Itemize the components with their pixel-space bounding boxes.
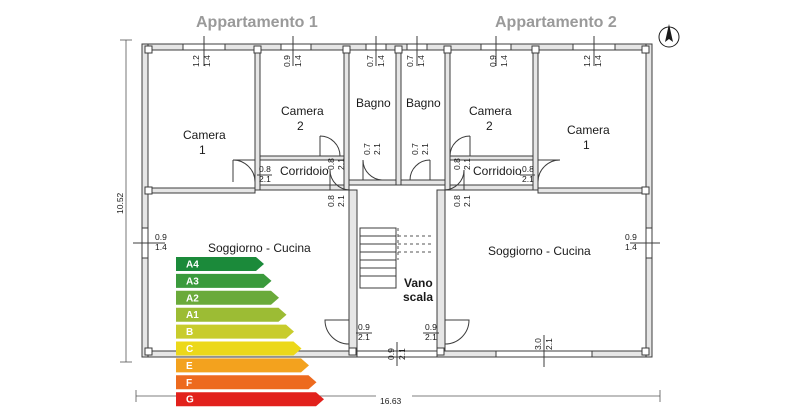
room-camera-2-right: Camera — [469, 104, 512, 118]
dim-label: 2.1 — [397, 348, 407, 360]
room-soggiorno-left: Soggiorno - Cucina — [208, 241, 311, 255]
energy-class-label: A3 — [186, 276, 199, 287]
energy-class-arrow-c — [176, 341, 302, 356]
dim-label: 1.4 — [202, 55, 212, 67]
room-camera-1-left: Camera — [183, 128, 226, 142]
dim-label: 0.8 — [326, 158, 336, 170]
room-scala: scala — [403, 290, 433, 304]
interior-walls — [147, 49, 647, 352]
dim-label: 2.1 — [544, 338, 554, 350]
energy-class-arrow-a1 — [176, 307, 287, 322]
dim-label: 2.1 — [425, 332, 437, 342]
room-camera-1-right-number: 1 — [583, 138, 590, 152]
dim-label: 1.4 — [293, 55, 303, 67]
dim-label: 1.4 — [499, 55, 509, 67]
dim-label: 0.9 — [425, 322, 437, 332]
dim-label: 0.7 — [410, 143, 420, 155]
staircase — [359, 227, 432, 289]
dim-label: 2.1 — [336, 158, 346, 170]
dim-label: 0.8 — [452, 158, 462, 170]
doors — [232, 135, 561, 345]
dim-label: 1.4 — [155, 242, 167, 252]
energy-class-label: C — [186, 344, 193, 355]
dim-label: 0.8 — [452, 195, 462, 207]
dim-label: 0.9 — [155, 232, 167, 242]
dim-label: 2.1 — [522, 174, 534, 184]
door-dimension-labels: 0.8 2.1 0.8 2.1 0.7 2.1 0.7 2.1 0.8 2.1 … — [257, 143, 535, 342]
depth-dimension: 10.52 — [115, 192, 125, 214]
dim-label: 0.8 — [522, 164, 534, 174]
dim-label: 1.4 — [593, 55, 603, 67]
dim-label: 0.7 — [362, 143, 372, 155]
energy-class-arrow-a2 — [176, 290, 279, 305]
dim-label: 0.9 — [625, 232, 637, 242]
room-vano: Vano — [404, 276, 433, 290]
dim-label: 2.1 — [420, 143, 430, 155]
dim-label: 0.9 — [282, 55, 292, 67]
dim-label: 0.9 — [386, 348, 396, 360]
energy-class-label: F — [186, 378, 192, 389]
energy-class-label: A4 — [186, 260, 199, 271]
room-labels: Camera 1 Camera 2 Bagno Bagno Camera 2 C… — [183, 96, 610, 304]
width-dimension: 16.63 — [380, 396, 402, 406]
energy-class-label: A2 — [186, 293, 199, 304]
window-dimension-labels: 1.2 1.4 0.9 1.4 0.7 1.4 0.7 1.4 0.9 1.4 … — [191, 55, 603, 67]
energy-class-arrow-b — [176, 324, 294, 339]
energy-class-label: E — [186, 361, 193, 372]
dim-label: 0.8 — [259, 164, 271, 174]
dim-label: 0.7 — [405, 55, 415, 67]
energy-class-arrow-g — [176, 392, 324, 407]
energy-class-arrow-e — [176, 358, 309, 373]
north-arrow-icon — [658, 24, 680, 48]
dim-label: 2.1 — [462, 195, 472, 207]
dim-label: 3.0 — [533, 338, 543, 350]
room-bagno-left: Bagno — [356, 96, 391, 110]
dim-label: 2.1 — [372, 143, 382, 155]
top-windows — [182, 36, 616, 66]
room-soggiorno-right: Soggiorno - Cucina — [488, 244, 591, 258]
dim-label: 1.4 — [625, 242, 637, 252]
room-camera-1-right: Camera — [567, 123, 610, 137]
dim-label: 0.7 — [365, 55, 375, 67]
dim-label: 1.2 — [582, 55, 592, 67]
energy-class-label: B — [186, 327, 193, 338]
room-camera-2-right-number: 2 — [486, 119, 493, 133]
room-bagno-right: Bagno — [406, 96, 441, 110]
energy-class-arrow-f — [176, 375, 317, 390]
room-camera-2-left-number: 2 — [297, 119, 304, 133]
energy-class-label: G — [186, 395, 194, 406]
dim-label: 2.1 — [259, 174, 271, 184]
room-camera-1-left-number: 1 — [199, 143, 206, 157]
energy-class-arrow-a4 — [176, 257, 264, 271]
dim-label: 2.1 — [462, 158, 472, 170]
dim-label: 0.8 — [326, 195, 336, 207]
energy-class-arrow-a3 — [176, 273, 272, 288]
dim-label: 1.4 — [376, 55, 386, 67]
room-camera-2-left: Camera — [281, 104, 324, 118]
dim-label: 0.9 — [358, 322, 370, 332]
dim-label: 2.1 — [336, 195, 346, 207]
dim-label: 2.1 — [358, 332, 370, 342]
dim-label: 1.2 — [191, 55, 201, 67]
room-corridoio-left: Corridoio — [280, 164, 329, 178]
energy-class-label: A1 — [186, 310, 199, 321]
side-windows: 0.9 1.4 0.9 1.4 — [133, 227, 660, 259]
dim-label: 1.4 — [416, 55, 426, 67]
dim-label: 0.9 — [488, 55, 498, 67]
room-corridoio-right: Corridoio — [473, 164, 522, 178]
apartment-2-title: Appartamento 2 — [495, 14, 617, 31]
apartment-1-title: Appartamento 1 — [196, 14, 318, 31]
bottom-openings: 3.0 2.1 0.9 2.1 — [356, 335, 593, 367]
